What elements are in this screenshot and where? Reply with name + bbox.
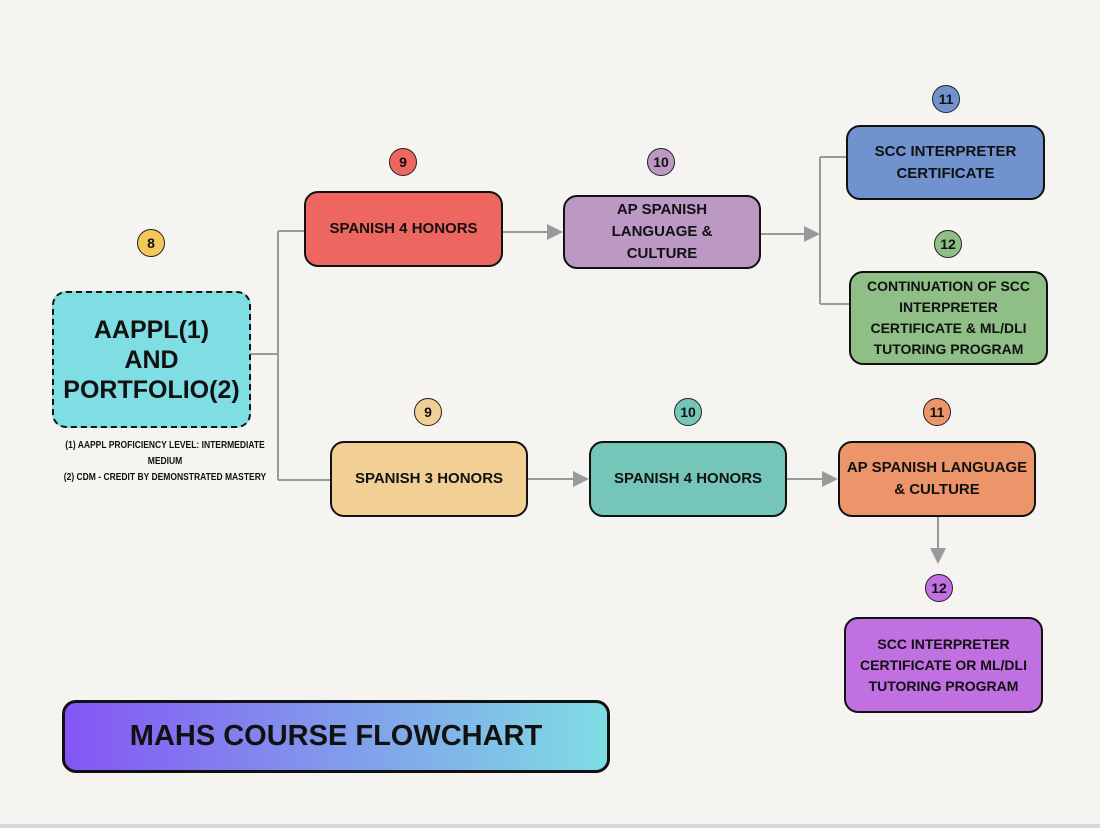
grade-badge-top-9: 9 bbox=[389, 148, 417, 176]
node-top-continuation[interactable]: CONTINUATION OF SCC INTERPRETER CERTIFIC… bbox=[849, 271, 1048, 365]
grade-badge-bottom-11: 11 bbox=[923, 398, 951, 426]
footnotes: (1) AAPPL PROFICIENCY LEVEL: INTERMEDIAT… bbox=[59, 438, 272, 486]
connector-top-split bbox=[819, 156, 849, 305]
start-line: AND bbox=[124, 345, 179, 374]
grade-badge-8: 8 bbox=[137, 229, 165, 257]
node-bottom-scc-or-tutoring[interactable]: SCC INTERPRETER CERTIFICATE OR ML/DLI TU… bbox=[844, 617, 1043, 713]
grade-badge-top-12: 12 bbox=[934, 230, 962, 258]
start-line: PORTFOLIO(2) bbox=[63, 375, 240, 404]
footnote-2: (2) CDM - CREDIT BY DEMONSTRATED MASTERY bbox=[63, 472, 267, 483]
grade-badge-bottom-12: 12 bbox=[925, 574, 953, 602]
grade-badge-top-11: 11 bbox=[932, 85, 960, 113]
node-top-ap-spanish[interactable]: AP SPANISH LANGUAGE & CULTURE bbox=[563, 195, 761, 269]
connector-start-split bbox=[251, 230, 330, 481]
start-line: AAPPL(1) bbox=[93, 315, 210, 344]
grade-badge-top-10: 10 bbox=[647, 148, 675, 176]
node-top-scc-interpreter[interactable]: SCC INTERPRETER CERTIFICATE bbox=[846, 125, 1045, 200]
footnote-1: (1) AAPPL PROFICIENCY LEVEL: INTERMEDIAT… bbox=[65, 440, 265, 467]
grade-badge-bottom-10: 10 bbox=[674, 398, 702, 426]
node-top-spanish-4-honors[interactable]: SPANISH 4 HONORS bbox=[304, 191, 503, 267]
node-bottom-spanish-4-honors[interactable]: SPANISH 4 HONORS bbox=[589, 441, 787, 517]
node-bottom-ap-spanish[interactable]: AP SPANISH LANGUAGE & CULTURE bbox=[838, 441, 1036, 517]
flowchart-title: MAHS COURSE FLOWCHART bbox=[62, 700, 610, 773]
node-bottom-spanish-3-honors[interactable]: SPANISH 3 HONORS bbox=[330, 441, 528, 517]
grade-badge-bottom-9: 9 bbox=[414, 398, 442, 426]
